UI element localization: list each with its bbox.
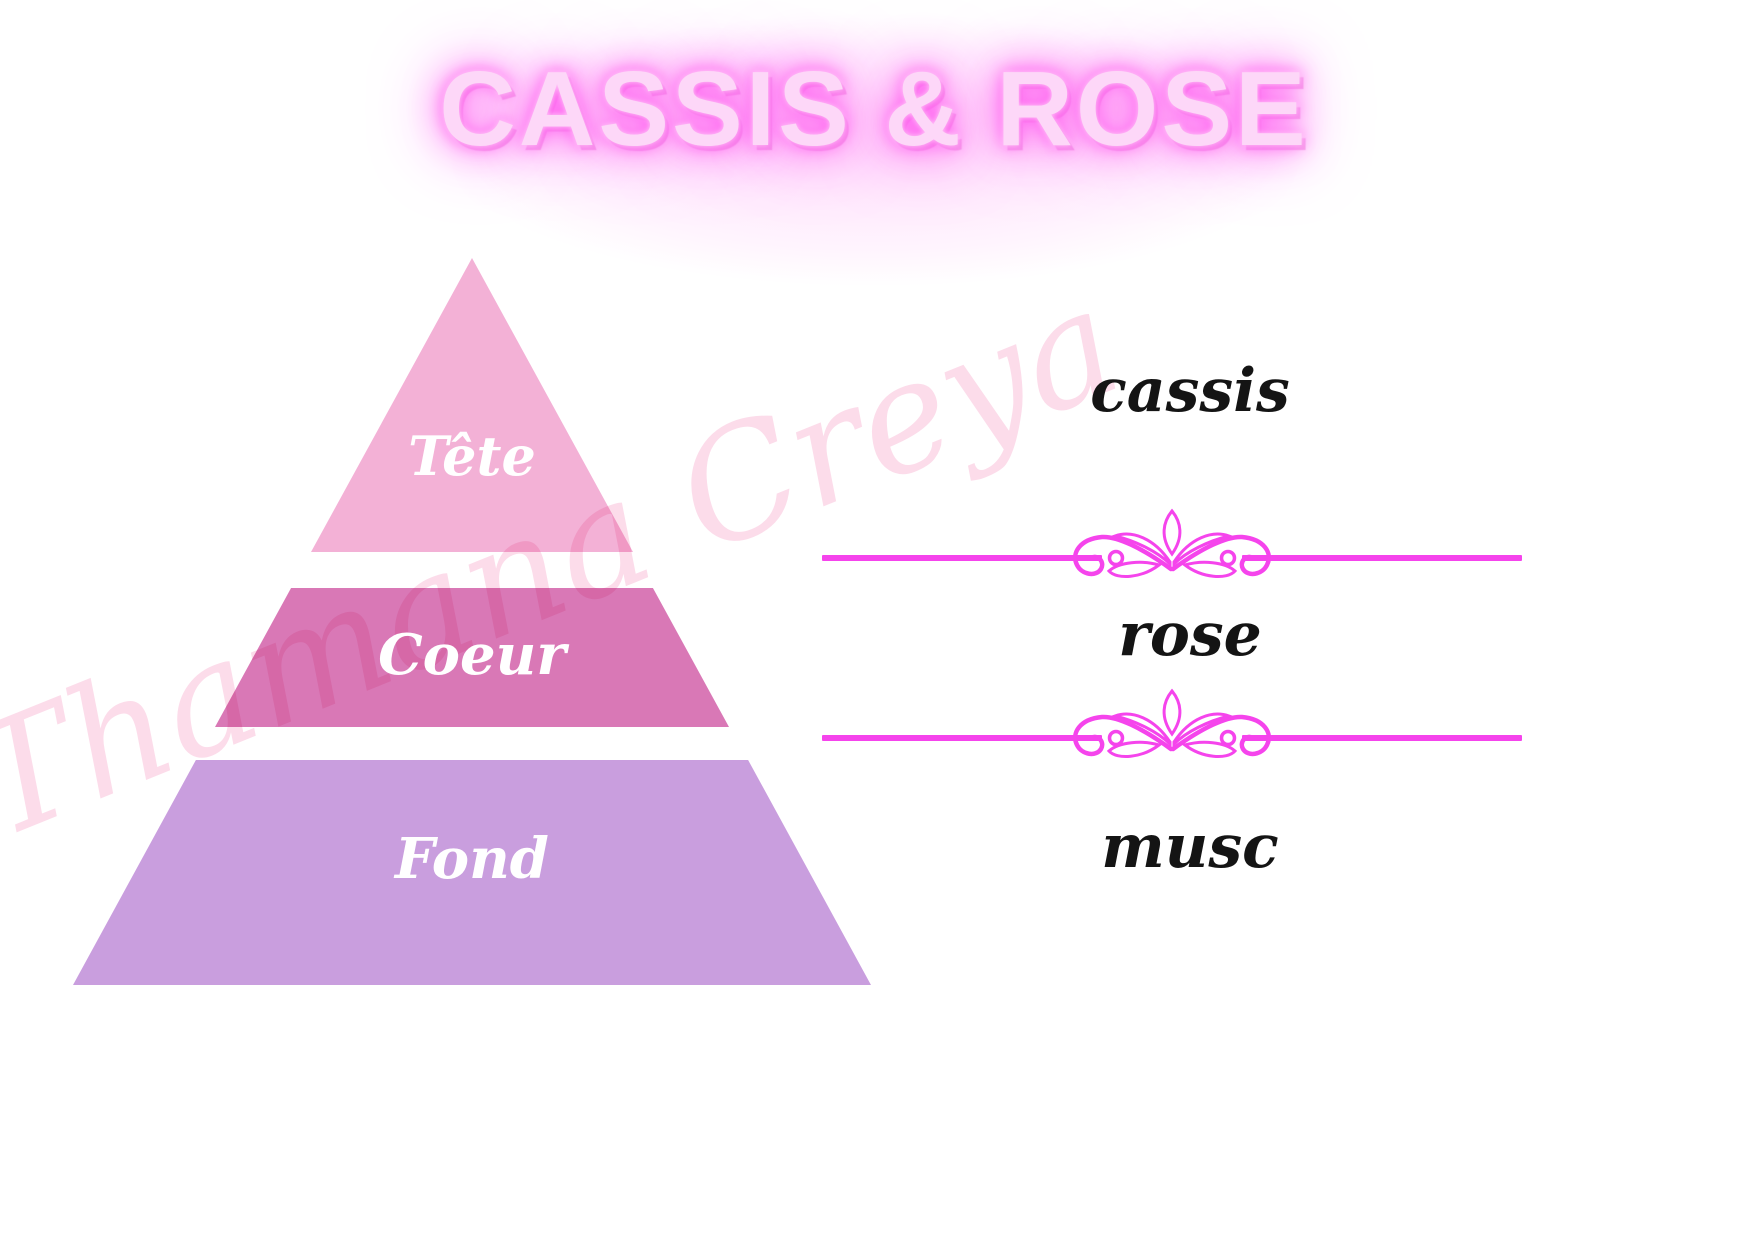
- page-title: CASSIS & ROSE: [439, 50, 1309, 168]
- note-heart-label: rose: [1118, 600, 1262, 670]
- lotus-flourish-divider-icon: [822, 508, 1522, 592]
- pyramid-tier-tete: [311, 258, 633, 552]
- pyramid-tier-coeur: [215, 588, 729, 727]
- note-base-label: musc: [1101, 812, 1279, 882]
- note-top-label: cassis: [1090, 356, 1290, 426]
- pyramid-tier-fond: [73, 760, 871, 985]
- lotus-flourish-divider-icon: [822, 688, 1522, 772]
- tier-label-fond: Fond: [395, 826, 549, 892]
- tier-label-coeur: Coeur: [378, 622, 566, 688]
- tier-label-tete: Tête: [408, 424, 536, 488]
